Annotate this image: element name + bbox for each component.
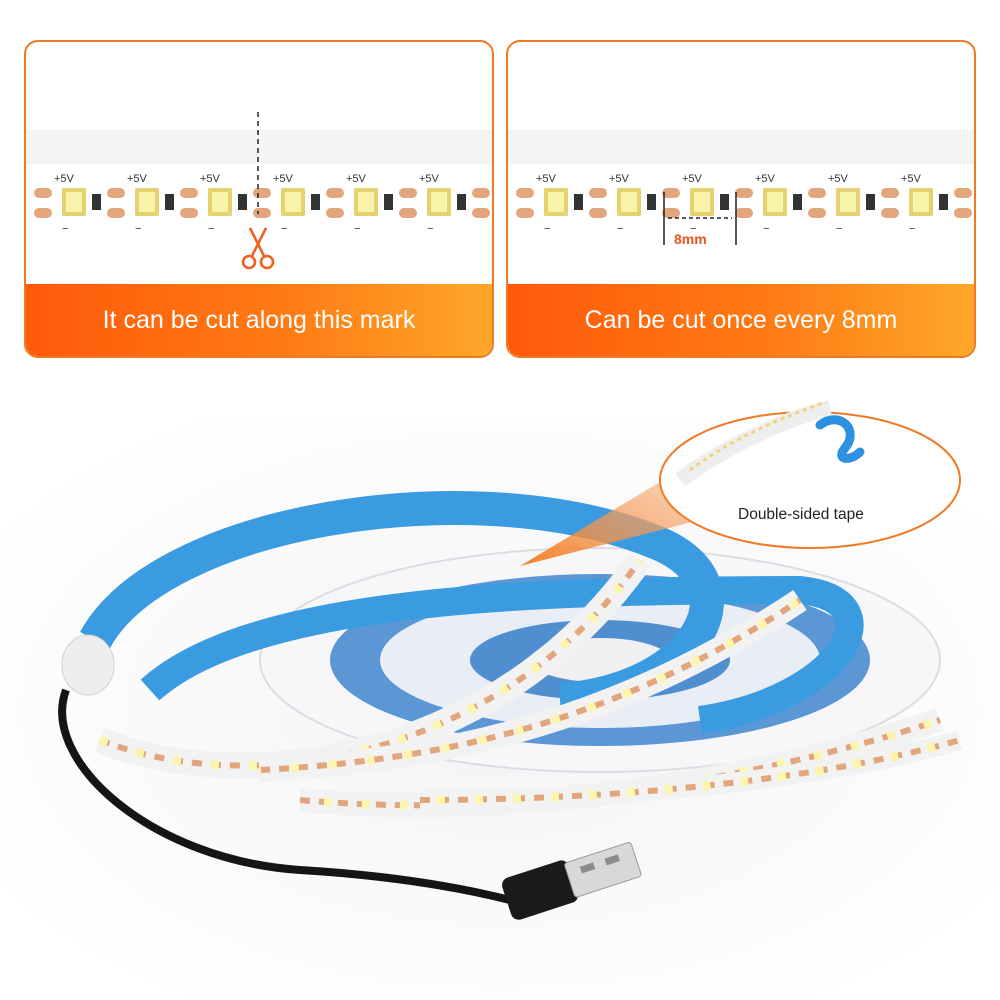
voltage-marking: +5V (974, 173, 976, 185)
cut-interval-panel: +5V−+5V−+5V−+5V−+5V−+5V−+5V− 8mm Can be … (506, 40, 976, 358)
panel-caption-cut-mark: It can be cut along this mark (26, 284, 492, 356)
voltage-marking: +5V (828, 173, 849, 185)
cable-end-cap (61, 634, 115, 696)
voltage-marking: +5V (419, 173, 440, 185)
dimension-marker (663, 192, 737, 245)
panel-caption-cut-interval: Can be cut once every 8mm (508, 284, 974, 356)
minus-marking: − (135, 223, 141, 235)
voltage-marking: +5V (755, 173, 776, 185)
minus-marking: − (544, 223, 550, 235)
voltage-marking: +5V (273, 173, 294, 185)
voltage-marking: +5V (54, 173, 75, 185)
usb-plug (502, 842, 642, 920)
cut-mark-panel: +5V−+5V−+5V−+5V−+5V−+5V−+5V− It can be c… (24, 40, 494, 358)
callout-beam (520, 470, 700, 566)
voltage-marking: +5V (901, 173, 922, 185)
callout-bubble (659, 411, 961, 549)
minus-marking: − (836, 223, 842, 235)
voltage-marking: +5V (682, 173, 703, 185)
minus-marking: − (281, 223, 287, 235)
callout-label: Double-sided tape (738, 506, 864, 523)
voltage-marking: +5V (346, 173, 367, 185)
usb-cable (58, 688, 511, 904)
minus-marking: − (354, 223, 360, 235)
minus-marking: − (617, 223, 623, 235)
dimension-label: 8mm (674, 231, 707, 247)
led-strip-band (95, 552, 651, 779)
voltage-marking: +5V (536, 173, 557, 185)
minus-marking: − (427, 223, 433, 235)
minus-marking: − (690, 223, 696, 235)
minus-marking: − (62, 223, 68, 235)
scissors-icon (241, 227, 275, 270)
minus-marking: − (208, 223, 214, 235)
minus-marking: − (909, 223, 915, 235)
voltage-marking: +5V (609, 173, 630, 185)
minus-marking: − (763, 223, 769, 235)
voltage-marking: +5V (492, 173, 494, 185)
led-strip-reel-photo (0, 400, 1000, 1000)
tape-backing-curl (815, 415, 865, 463)
strip-closeup-left: +5V−+5V−+5V−+5V−+5V−+5V−+5V− (26, 112, 494, 270)
voltage-marking: +5V (127, 173, 148, 185)
voltage-marking: +5V (200, 173, 221, 185)
strip-closeup-right: +5V−+5V−+5V−+5V−+5V−+5V−+5V− (508, 130, 976, 245)
